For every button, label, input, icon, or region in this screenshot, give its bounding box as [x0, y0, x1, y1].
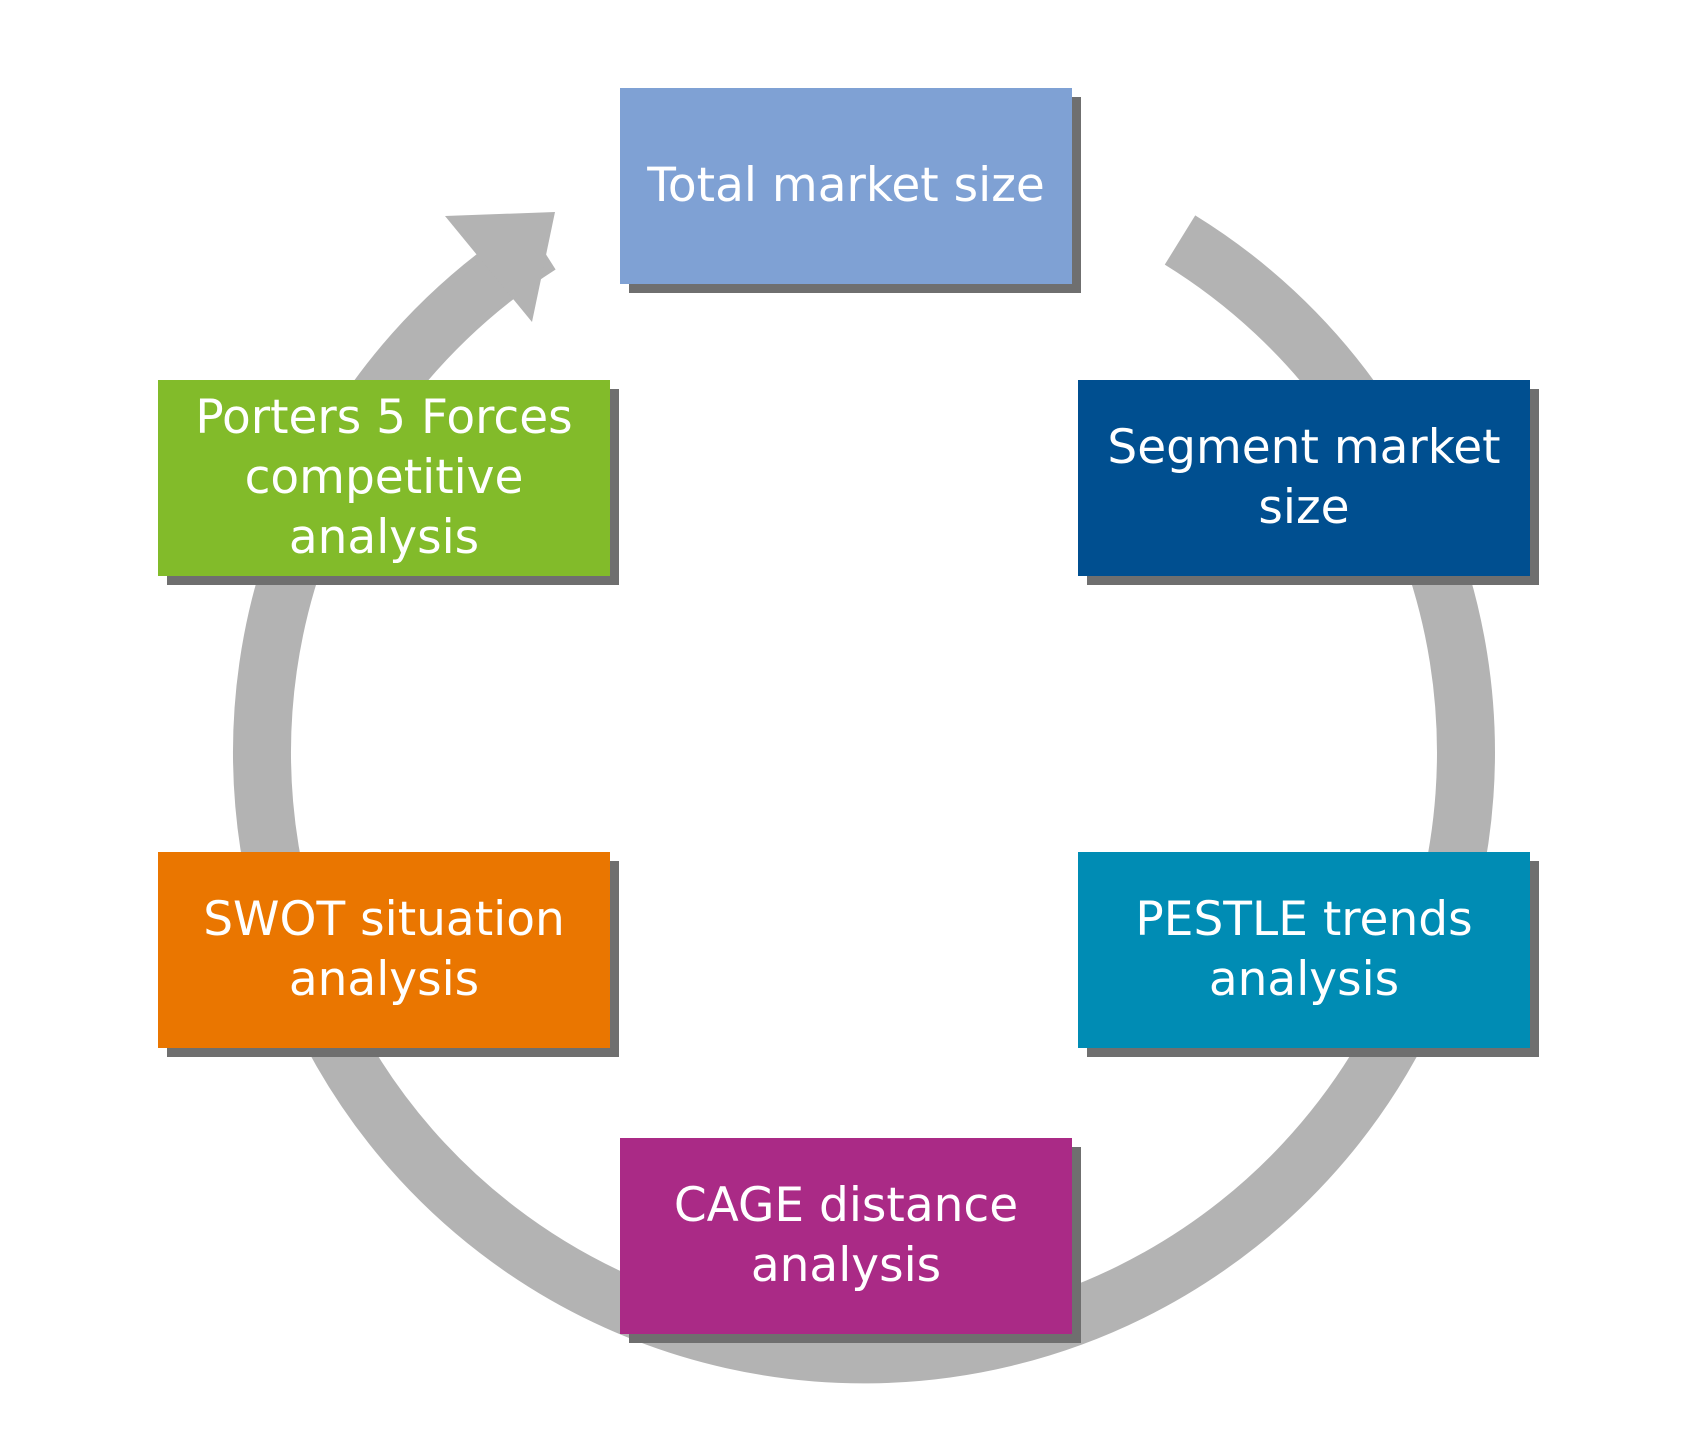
step-cage-distance-analysis: CAGE distance analysis	[620, 1138, 1072, 1334]
step-label: CAGE distance analysis	[673, 1178, 1019, 1293]
step-total-market-size: Total market size	[620, 88, 1072, 284]
step-label: Porters 5 Forces competitive analysis	[195, 390, 573, 565]
cycle-arrowhead	[445, 212, 555, 322]
step-label: Total market size	[647, 158, 1045, 213]
cycle-ring	[233, 215, 1495, 1384]
step-label: Segment market size	[1107, 420, 1501, 535]
step-swot-situation-analysis: SWOT situation analysis	[158, 852, 610, 1048]
step-porters-five-forces-analysis: Porters 5 Forces competitive analysis	[158, 380, 610, 576]
step-label: SWOT situation analysis	[203, 892, 565, 1007]
step-pestle-trends-analysis: PESTLE trends analysis	[1078, 852, 1530, 1048]
step-segment-market-size: Segment market size	[1078, 380, 1530, 576]
step-label: PESTLE trends analysis	[1135, 892, 1473, 1007]
